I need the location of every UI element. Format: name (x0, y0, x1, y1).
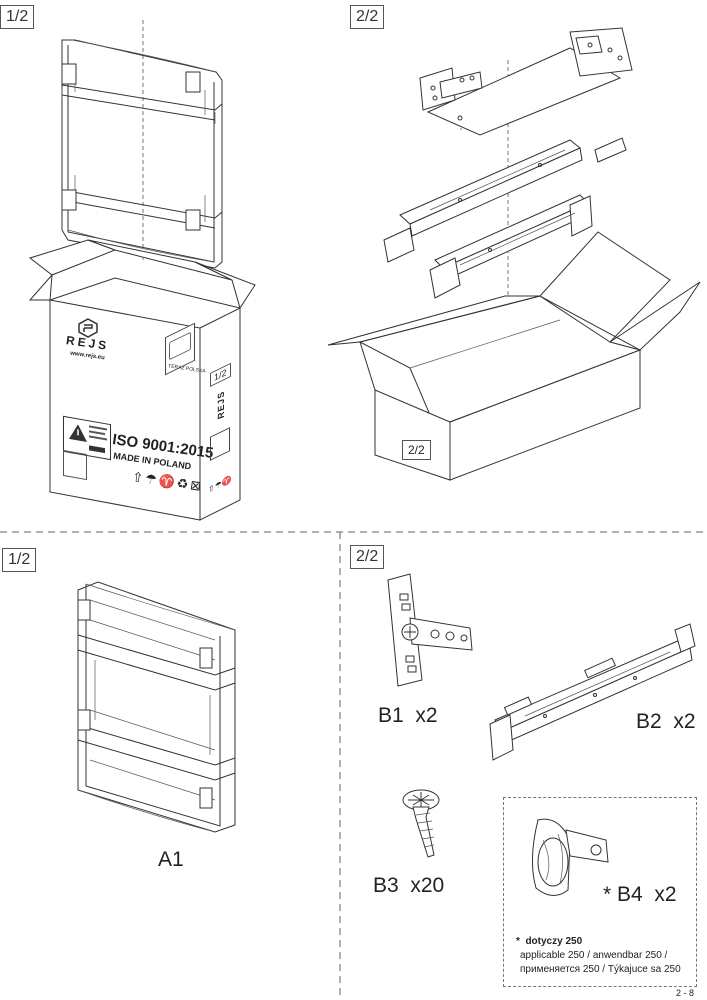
basket-into-box-illustration (28, 20, 256, 521)
stack-limit-icon: ⊠ (189, 477, 205, 494)
page-number: 2 - 8 (676, 988, 695, 998)
box-1-side-brand: REJS (215, 389, 226, 421)
b3-screw-drawing (402, 789, 440, 858)
panel-tag-top-left: 1/2 (0, 5, 35, 29)
barcode-box (63, 449, 87, 481)
runner-drawing-upper (383, 137, 627, 263)
hardware-into-box-illustration (327, 27, 701, 481)
b4-note-line-2: применяется 250 / Týkajuce sa 250 (520, 964, 681, 975)
part-label-b1: B1 x2 (378, 704, 438, 727)
panel-tag-bottom-right: 2/2 (350, 545, 385, 569)
box-2-drawing (327, 231, 701, 481)
b4-note-title: * dotyczy 250 (516, 936, 583, 947)
b4-part-drawing (531, 818, 609, 896)
wire-basket-drawing (61, 39, 223, 269)
bracket-drawing-left (419, 67, 483, 111)
part-label-b2: B2 x2 (636, 710, 696, 733)
b4-note-line-1: applicable 250 / anwendbar 250 / (520, 950, 668, 961)
fragile-icon: ♈ (157, 472, 178, 491)
warning-label (63, 415, 111, 461)
box-1-logo (78, 318, 98, 338)
basket-a1-drawing (77, 581, 236, 833)
box-2-tag: 2/2 (402, 440, 431, 460)
bracket-drawing-right (569, 27, 633, 77)
part-label-b3: B3 x20 (373, 874, 445, 897)
panel-tag-bottom-left: 1/2 (2, 548, 37, 572)
box-1-drawing (28, 239, 256, 521)
b4-optional-part-box (503, 797, 697, 987)
part-label-a1: A1 (158, 848, 184, 871)
part-label-b4: * B4 x2 (603, 883, 677, 906)
b1-bracket-drawing (387, 573, 473, 687)
panel-tag-top-right: 2/2 (350, 5, 385, 29)
b2-runner-drawing (489, 623, 696, 761)
runner-drawing-lower (429, 194, 593, 299)
